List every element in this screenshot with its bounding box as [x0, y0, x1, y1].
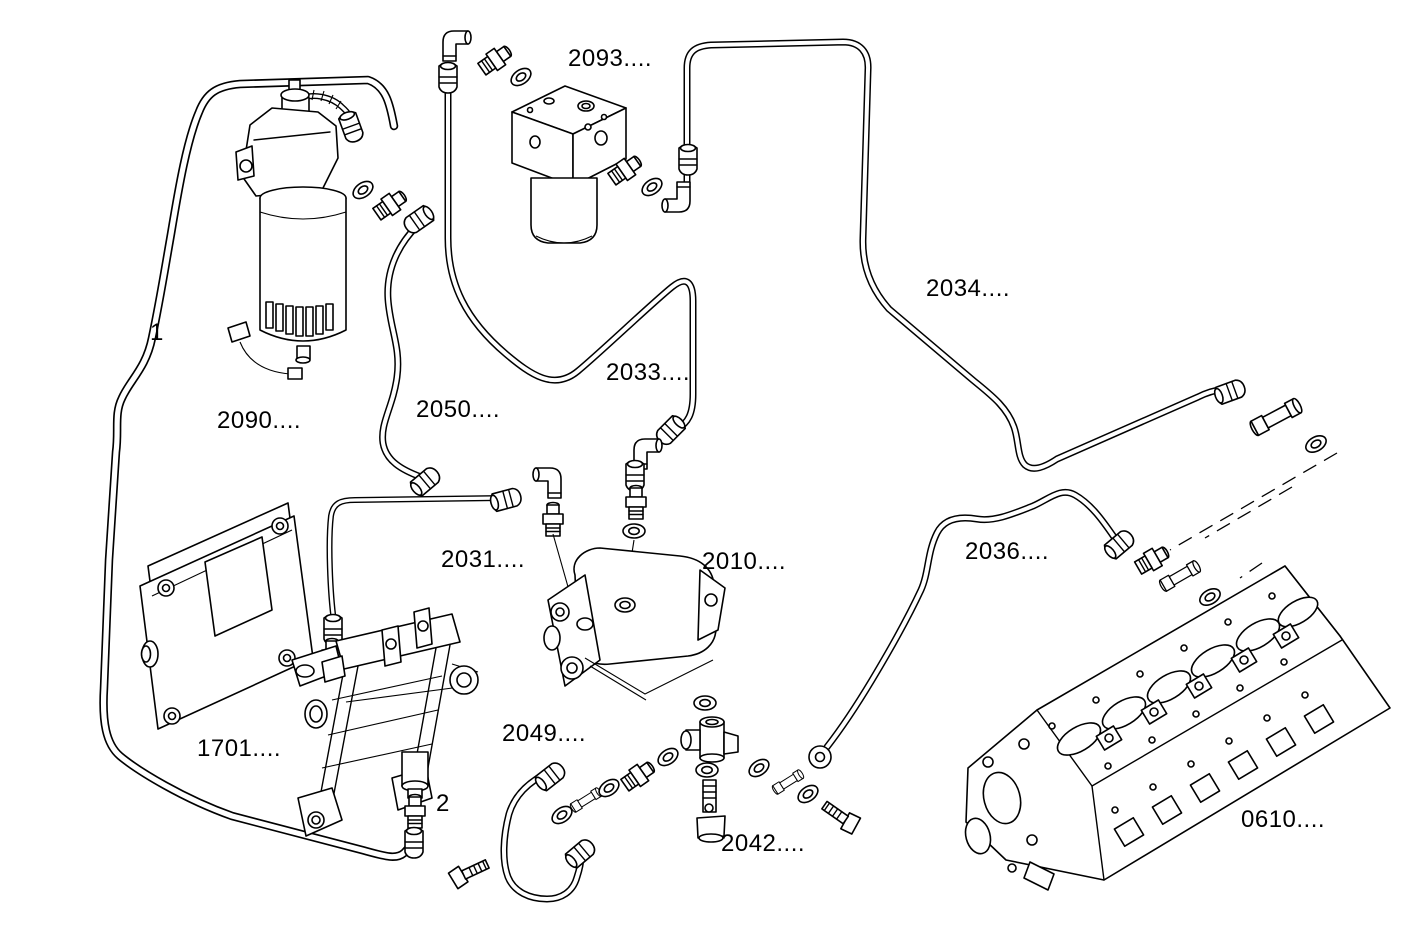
threaded-union — [542, 501, 564, 537]
fuel-filter-cartridge — [530, 177, 598, 244]
sealing-washer — [695, 762, 719, 778]
spacer-bushing — [568, 786, 604, 814]
threaded-union — [475, 40, 516, 79]
callout-2050[interactable]: 2050.... — [416, 396, 501, 423]
fuel-injection-pump — [543, 547, 726, 701]
pipe-2034 — [687, 42, 1224, 468]
threaded-union — [370, 185, 411, 224]
callout-2036[interactable]: 2036.... — [965, 538, 1050, 565]
pipe-nut — [678, 143, 698, 176]
callout-2034[interactable]: 2034.... — [926, 275, 1011, 302]
banjo-union-2036 — [808, 745, 832, 769]
banjo-bolt — [817, 796, 863, 837]
hex-bolt — [446, 854, 493, 891]
sealing-washer — [622, 523, 646, 539]
callout-item-2[interactable]: 2 — [436, 790, 450, 817]
cylinder-head — [964, 565, 1391, 891]
pipe-2049-u-tube — [504, 772, 581, 899]
elbow-fitting — [442, 30, 472, 62]
threaded-union — [618, 756, 659, 795]
pipe-nut — [1211, 377, 1249, 407]
callout-2042[interactable]: 2042.... — [721, 830, 806, 857]
callout-item-1[interactable]: 1 — [150, 319, 164, 346]
inline-connector — [1157, 559, 1203, 593]
threaded-union — [625, 484, 647, 520]
callout-2033[interactable]: 2033.... — [606, 359, 691, 386]
leader-dashed-line — [1169, 452, 1338, 551]
sealing-washer — [349, 177, 377, 203]
sealing-washer — [1302, 431, 1330, 457]
pipe-nut — [487, 486, 524, 514]
hand-primer-cap — [280, 88, 310, 102]
sealing-washer — [794, 781, 822, 807]
hollow-screw-2042 — [696, 779, 726, 843]
sealing-washer — [638, 174, 666, 200]
pipe-2050-end-nut — [407, 463, 444, 499]
callout-2093[interactable]: 2093.... — [568, 45, 653, 72]
sealing-washer — [745, 755, 773, 781]
callout-2010[interactable]: 2010.... — [702, 548, 787, 575]
pipe-nut — [400, 202, 438, 237]
fuel-prefilter-assembly — [227, 79, 366, 380]
callout-1701[interactable]: 1701.... — [197, 735, 282, 762]
pipe-nut — [531, 759, 569, 794]
hose-ferrule-nut — [336, 108, 366, 146]
sealing-washer — [654, 744, 682, 770]
elbow-fitting — [661, 181, 691, 213]
pipe-1-end-nut — [404, 826, 424, 859]
electronic-control-unit — [139, 502, 314, 730]
callout-0610[interactable]: 0610.... — [1241, 806, 1326, 833]
fuel-filter-head-block — [511, 85, 627, 244]
leader-dashed-line — [1204, 486, 1293, 539]
inline-connector — [1247, 396, 1305, 438]
pipe-nut — [562, 835, 599, 871]
threaded-union — [1132, 541, 1173, 578]
mounting-bracket-frame — [291, 607, 479, 837]
pipe-2050 — [383, 226, 421, 477]
callout-2049[interactable]: 2049.... — [502, 720, 587, 747]
pipe-nut — [438, 61, 458, 94]
sealing-washer — [693, 695, 717, 711]
callout-2090[interactable]: 2090.... — [217, 407, 302, 434]
water-sensor-wire — [239, 341, 291, 375]
leader-dashed-line — [1239, 562, 1263, 579]
elbow-fitting — [532, 467, 562, 499]
sealing-washer — [507, 64, 535, 90]
water-sensor-connector — [227, 321, 251, 343]
banjo-tee-fitting — [680, 716, 739, 763]
callout-2031[interactable]: 2031.... — [441, 546, 526, 573]
prefilter-head — [241, 107, 339, 197]
